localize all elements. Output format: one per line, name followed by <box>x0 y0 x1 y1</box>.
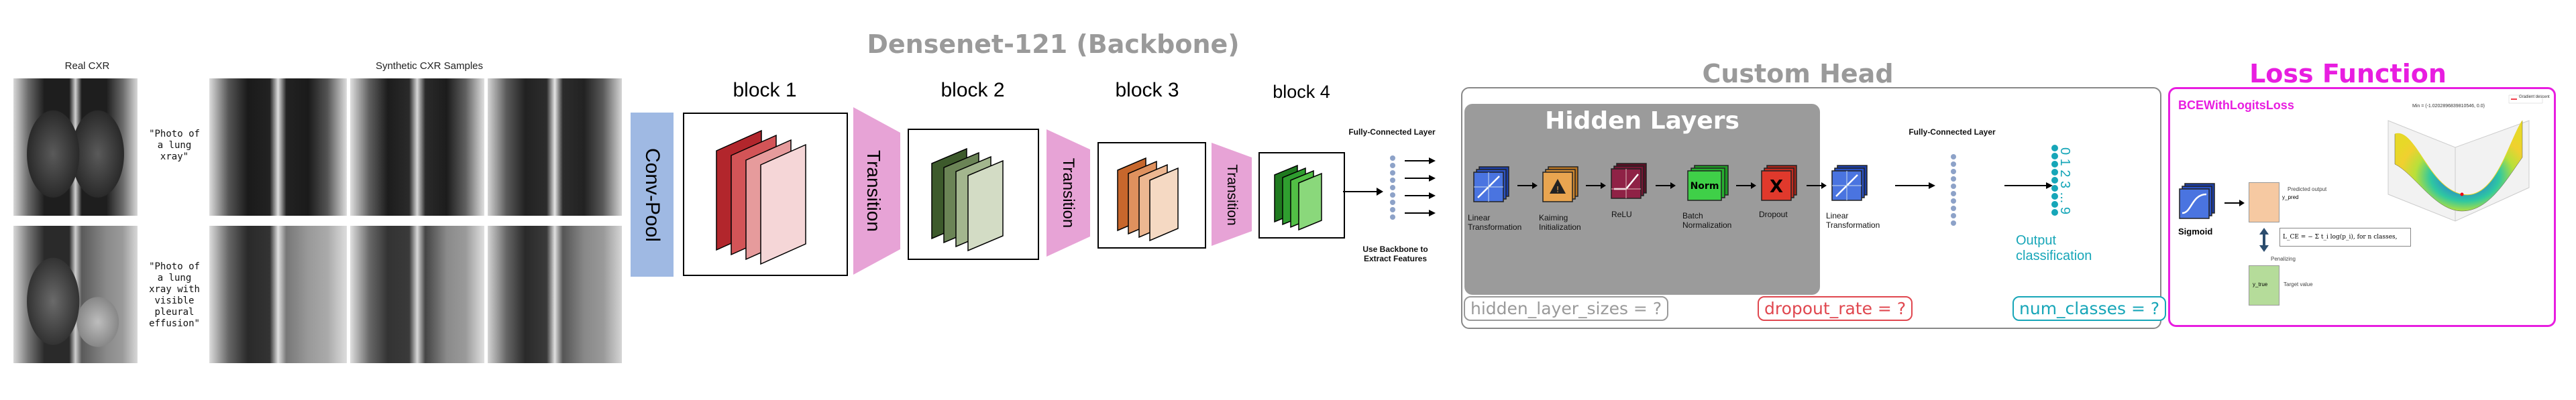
sigmoid-label: Sigmoid <box>2178 226 2213 237</box>
linear-transformation-1-icon <box>1471 164 1514 207</box>
backbone-title: Densenet-121 (Backbone) <box>867 29 1240 59</box>
synthetic-cxr-3 <box>488 78 622 216</box>
layer-label-linear-1: Linear Transformation <box>1468 213 1522 232</box>
loss-function-panel <box>2168 87 2556 327</box>
svg-text:!: ! <box>1556 185 1560 194</box>
target-value-label: Target value <box>2284 281 2313 287</box>
block-3 <box>1097 142 1206 249</box>
synthetic-cxr-5 <box>350 226 484 363</box>
block-1 <box>683 113 848 276</box>
layer-label-linear-2: Linear Transformation <box>1826 211 1880 230</box>
layer-label-relu: ReLU <box>1611 210 1632 219</box>
loss-function-title: Loss Function <box>2249 59 2447 88</box>
output-classification-label: Output classification <box>2016 233 2092 263</box>
arrow-h2 <box>1586 181 1606 190</box>
block-1-label: block 1 <box>733 79 797 101</box>
plot-title: Min = (-1.0202896839810546, 0.0) <box>2412 104 2485 109</box>
real-cxr-image-1 <box>13 78 138 216</box>
loss-name: BCEWithLogitsLoss <box>2178 98 2294 112</box>
dropout-icon: X <box>1759 163 1802 206</box>
synthetic-cxr-2 <box>350 78 484 216</box>
synthetic-cxr-label: Synthetic CXR Samples <box>375 60 484 72</box>
transition-2 <box>1046 129 1090 257</box>
head-fc-label: Fully-Connected Layer <box>1909 127 1996 137</box>
transition-3 <box>1212 143 1252 246</box>
arrow-to-output <box>2004 181 2053 190</box>
backbone-fc-nodes <box>1387 153 1441 226</box>
relu-icon <box>1609 161 1652 204</box>
head-fc-nodes <box>1949 153 1958 233</box>
arrow-block4-to-fc <box>1343 185 1383 198</box>
block-4-label: block 4 <box>1273 82 1330 102</box>
real-cxr-image-2 <box>13 226 138 363</box>
loss-surface-plot <box>2368 94 2544 231</box>
transition-1-label: Transition <box>863 150 884 232</box>
transition-2-label: Transition <box>1059 157 1077 228</box>
arrow-sigmoid <box>2224 198 2245 208</box>
arrow-h1 <box>1517 181 1538 190</box>
block-2-label: block 2 <box>941 79 1005 101</box>
plot-legend-gradient-descent: Gradient descent <box>2519 95 2550 99</box>
conv-pool-layer <box>631 113 674 277</box>
synthetic-cxr-6 <box>488 226 622 363</box>
synthetic-cxr-4 <box>209 226 347 363</box>
hidden-layers-title: Hidden Layers <box>1545 107 1739 135</box>
param-num-classes: num_classes = ? <box>2012 296 2167 321</box>
svg-text:X: X <box>1770 177 1783 197</box>
param-hidden-layer-sizes: hidden_layer_sizes = ? <box>1464 296 1669 321</box>
arrow-h4 <box>1736 181 1756 190</box>
param-dropout-rate: dropout_rate = ? <box>1758 296 1913 321</box>
y-pred-label: y_pred <box>2282 194 2299 200</box>
arrow-to-head-fc <box>1895 181 1935 190</box>
block-3-label: block 3 <box>1115 79 1179 101</box>
real-cxr-label: Real CXR <box>64 60 110 72</box>
extract-features-note: Use Backbone to Extract Features <box>1362 245 1428 263</box>
transition-1 <box>853 107 900 275</box>
batch-norm-icon: Norm <box>1685 163 1732 206</box>
predicted-output-label: Predicted output <box>2288 186 2327 192</box>
layer-label-dropout: Dropout <box>1759 210 1788 219</box>
conv-pool-label: Conv-Pool <box>641 147 663 243</box>
output-digits: 0 1 2 3 ... 9 <box>2057 147 2072 215</box>
synthetic-cxr-1 <box>209 78 347 216</box>
penalizing-label: Penalizing <box>2271 256 2296 262</box>
y-pred-box <box>2249 182 2279 222</box>
layer-label-batchnorm: Batch Normalization <box>1682 211 1732 230</box>
sigmoid-icon <box>2177 181 2220 224</box>
layer-label-kaiming: Kaiming Initialization <box>1539 213 1581 232</box>
arrow-h5 <box>1807 181 1827 190</box>
block-2 <box>908 129 1039 260</box>
prompt-1: "Photo of a lung xray" <box>149 129 200 162</box>
transition-3-label: Transition <box>1224 164 1240 226</box>
prompt-2: "Photo of a lung xray with visible pleur… <box>149 261 200 329</box>
linear-transformation-2-icon <box>1829 163 1872 206</box>
loss-formula: L_CE = − Σ t_i log(p_i), for n classes, <box>2279 228 2411 247</box>
block-4 <box>1258 152 1345 239</box>
hidden-layers-panel <box>1464 104 1820 295</box>
kaiming-init-icon: ! <box>1540 164 1583 207</box>
output-nodes <box>2047 143 2062 222</box>
backbone-fc-label: Fully-Connected Layer <box>1348 127 1436 137</box>
custom-head-title: Custom Head <box>1702 59 1894 88</box>
y-true-box <box>2249 265 2279 306</box>
arrow-h3 <box>1656 181 1676 190</box>
svg-text:Norm: Norm <box>1690 181 1719 192</box>
penalize-arrow-icon <box>2254 228 2274 252</box>
y-true-label: y_true <box>2253 281 2268 287</box>
